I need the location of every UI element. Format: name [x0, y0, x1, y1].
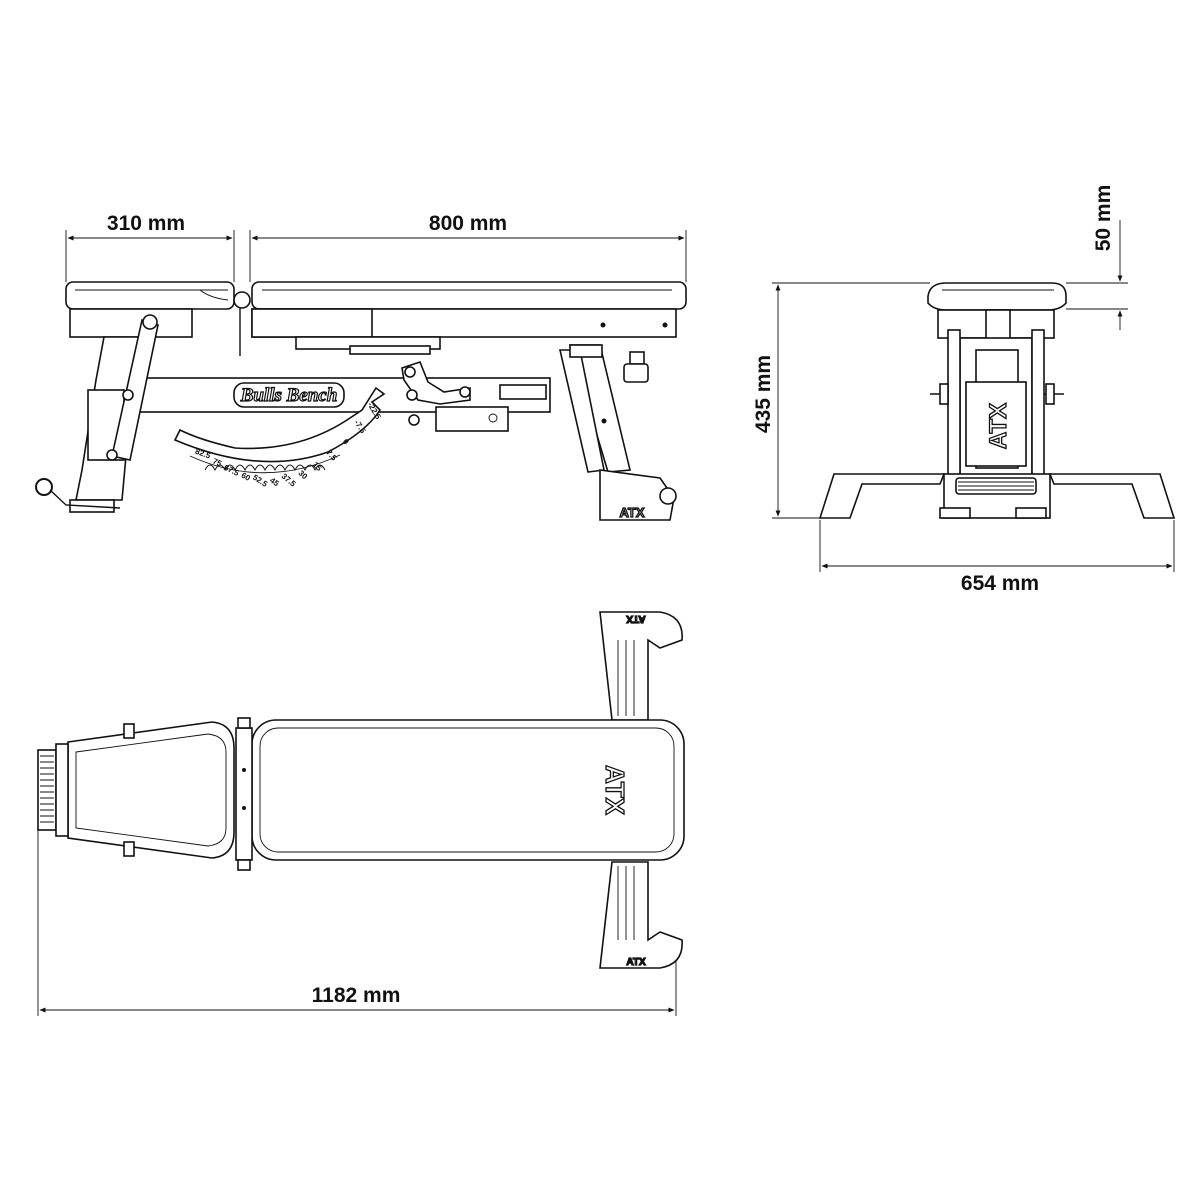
- pad-thickness-dimension: 50 mm: [1066, 185, 1128, 330]
- atx-logo-top-lower: ATX: [626, 957, 646, 968]
- back-pad: [251, 281, 687, 338]
- atx-logo-top-pad: ATX: [600, 765, 630, 816]
- total-length-dimension: 1182 mm: [37, 760, 677, 1016]
- width-dimension: 654 mm: [819, 520, 1175, 595]
- angle-lever: [401, 361, 471, 426]
- seat-length-dimension: 310 mm: [65, 212, 235, 282]
- width-label: 654 mm: [961, 572, 1039, 595]
- front-leg: [69, 314, 159, 513]
- rear-leg: ATX: [558, 344, 677, 521]
- pull-pin: [35, 478, 121, 509]
- angle-scale-label: 75: [211, 457, 223, 469]
- product-name-text: Bulls Bench: [240, 385, 338, 406]
- angle-scale-label: 0: [341, 437, 351, 446]
- hinge-pin: [233, 291, 251, 309]
- atx-logo-side: ATX: [619, 505, 644, 520]
- top-back-pad: ATX: [251, 719, 685, 861]
- angle-scale-label: 37.5: [280, 472, 298, 489]
- top-view: 1182 mm ATX ATX ATX: [37, 611, 685, 1016]
- seat-length-label: 310 mm: [107, 212, 185, 235]
- height-adjust-knob: [623, 351, 649, 383]
- top-seat-pad: [67, 721, 235, 859]
- total-length-label: 1182 mm: [312, 984, 401, 1007]
- front-pad: [927, 282, 1067, 311]
- atx-logo-front: ATX: [985, 403, 1012, 449]
- top-front-foot: [37, 743, 69, 837]
- back-length-dimension: 800 mm: [249, 212, 687, 282]
- angle-scale-label: 52.5: [251, 473, 269, 489]
- pad-thickness-label: 50 mm: [1092, 185, 1115, 252]
- front-base: [818, 473, 1176, 519]
- angle-scale-label: 45: [268, 476, 281, 489]
- front-column: ATX: [930, 329, 1064, 481]
- seat-pad: [65, 281, 235, 338]
- height-dimension: 435 mm: [752, 282, 930, 519]
- angle-scale-label: 30: [297, 469, 310, 482]
- height-label: 435 mm: [752, 355, 775, 433]
- side-view: 310 mm 800 mm: [35, 212, 687, 521]
- top-hinge: [235, 717, 253, 871]
- brand-plate: Bulls Bench: [233, 382, 345, 408]
- back-length-label: 800 mm: [429, 212, 507, 235]
- front-view: 50 mm 435 mm 654 mm ATX: [752, 185, 1176, 595]
- atx-logo-top-upper: ATX: [626, 613, 646, 624]
- top-rear-base: ATX ATX: [599, 611, 683, 969]
